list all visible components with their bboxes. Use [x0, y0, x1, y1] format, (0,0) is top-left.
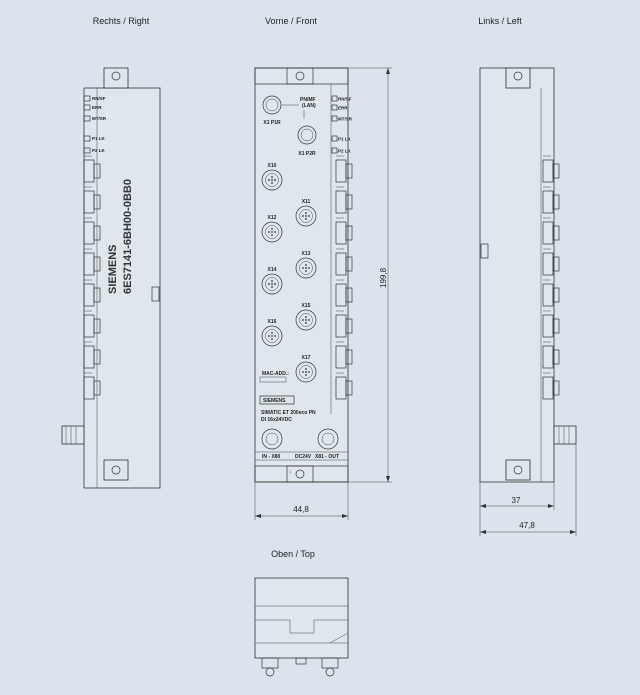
front-channel-block-7	[335, 341, 353, 369]
front-led-label-3: MT/SR	[338, 117, 353, 122]
connector-label-x10: X10	[268, 163, 277, 169]
power-connector-in	[261, 428, 283, 450]
front-led-3: MT/SR	[331, 115, 353, 122]
front-led-5: P2 LK	[331, 147, 352, 154]
right-channel-block-7	[83, 341, 101, 369]
connector-label-x17: X17	[302, 355, 311, 361]
connector-x13: X13	[295, 251, 317, 279]
front-led-label-4: P1 LK	[338, 137, 352, 142]
right-led-label-4: P1 LK	[92, 136, 106, 141]
port-x1-p1r	[262, 95, 282, 115]
front-channel-block-8	[335, 372, 353, 400]
left-channel-block-8	[542, 372, 560, 400]
left-channel-block-5	[542, 279, 560, 307]
left-channel-block-3	[542, 217, 560, 245]
front-view: X1 P1R X1 P2R PN/MF (LAN) X10X11X12X13X1…	[254, 67, 353, 483]
connector-label-x14: X14	[268, 267, 277, 273]
depth-dimensions: 37 47,8	[479, 444, 577, 536]
front-channel-block-6	[335, 310, 353, 338]
right-led-label-1: RN/SF	[92, 96, 106, 101]
front-channel-block-1	[335, 155, 353, 183]
connector-label-x12: X12	[268, 215, 277, 221]
right-led-label-5: P2 LK	[92, 148, 106, 153]
port-x1-p2r	[297, 125, 317, 145]
left-side-view	[479, 67, 577, 483]
product-line-2: DI 16x24VDC	[261, 417, 292, 423]
left-channel-block-1	[542, 155, 560, 183]
front-led-1: RN/SF	[331, 95, 352, 102]
right-channel-block-2	[83, 186, 101, 214]
left-channel-block-4	[542, 248, 560, 276]
left-channel-block-7	[542, 341, 560, 369]
product-line-1: SIMATIC ET 200eco PN	[261, 410, 316, 416]
connector-label-x16: X16	[268, 319, 277, 325]
front-led-4: P1 LK	[331, 135, 352, 142]
left-view-title: Links / Left	[478, 16, 522, 26]
right-channel-block-8	[83, 372, 101, 400]
front-led-2: ERR	[331, 104, 348, 111]
connector-x16: X16	[261, 319, 283, 347]
right-channel-block-4	[83, 248, 101, 276]
front-led-label-5: P2 LK	[338, 149, 352, 154]
port-p2r-label: X1 P2R	[298, 151, 316, 157]
front-led-label-2: ERR	[338, 106, 348, 111]
connector-x17: X17	[295, 355, 317, 383]
front-brand: SIEMENS	[263, 398, 286, 404]
right-channel-block-6	[83, 310, 101, 338]
power-dc-label: DC24V	[295, 454, 312, 460]
width-value: 44,8	[293, 505, 309, 514]
front-channel-block-4	[335, 248, 353, 276]
right-channel-block-5	[83, 279, 101, 307]
top-view-title: Oben / Top	[271, 549, 315, 559]
front-channel-block-3	[335, 217, 353, 245]
pn-label: PN/MF	[300, 97, 316, 103]
front-channel-block-5	[335, 279, 353, 307]
connector-x14: X14	[261, 267, 283, 295]
connector-x12: X12	[261, 215, 283, 243]
width-dimension: 44,8	[254, 482, 349, 520]
right-led-label-2: ERR	[92, 105, 102, 110]
right-channel-block-1	[83, 155, 101, 183]
connector-label-x15: X15	[302, 303, 311, 309]
ground-symbol: ↓	[289, 469, 292, 475]
front-channel-block-2	[335, 186, 353, 214]
height-dimension: 199,8	[348, 67, 392, 483]
mac-label: MAC-ADD.:	[262, 371, 289, 377]
right-channel-block-3	[83, 217, 101, 245]
height-value: 199,8	[379, 267, 388, 288]
depth-37-value: 37	[512, 496, 521, 505]
front-view-title: Vorne / Front	[265, 16, 318, 26]
front-led-label-1: RN/SF	[338, 97, 352, 102]
connector-x10: X10	[261, 163, 283, 191]
connector-label-x11: X11	[302, 199, 311, 205]
pn-label-lan: (LAN)	[302, 103, 316, 109]
connector-label-x13: X13	[302, 251, 311, 257]
left-channel-block-2	[542, 186, 560, 214]
port-p1r-label: X1 P1R	[263, 120, 281, 126]
side-part-number: 6ES7141-6BH00-0BB0	[122, 179, 134, 294]
connector-x15: X15	[295, 303, 317, 331]
power-in-label: IN - X80	[262, 454, 281, 460]
side-brand-label: SIEMENS	[107, 244, 119, 294]
depth-478-value: 47,8	[519, 521, 535, 530]
right-side-view: RN/SF ERR MT/SR P1 LK P2 LK SIEMENS 6ES7…	[61, 67, 161, 489]
power-out-label: X81 - OUT	[315, 454, 339, 460]
connector-x11: X11	[295, 199, 317, 227]
top-view	[254, 577, 349, 677]
right-led-label-3: MT/SR	[92, 116, 107, 121]
right-view-title: Rechts / Right	[93, 16, 150, 26]
power-connector-out	[317, 428, 339, 450]
left-channel-block-6	[542, 310, 560, 338]
